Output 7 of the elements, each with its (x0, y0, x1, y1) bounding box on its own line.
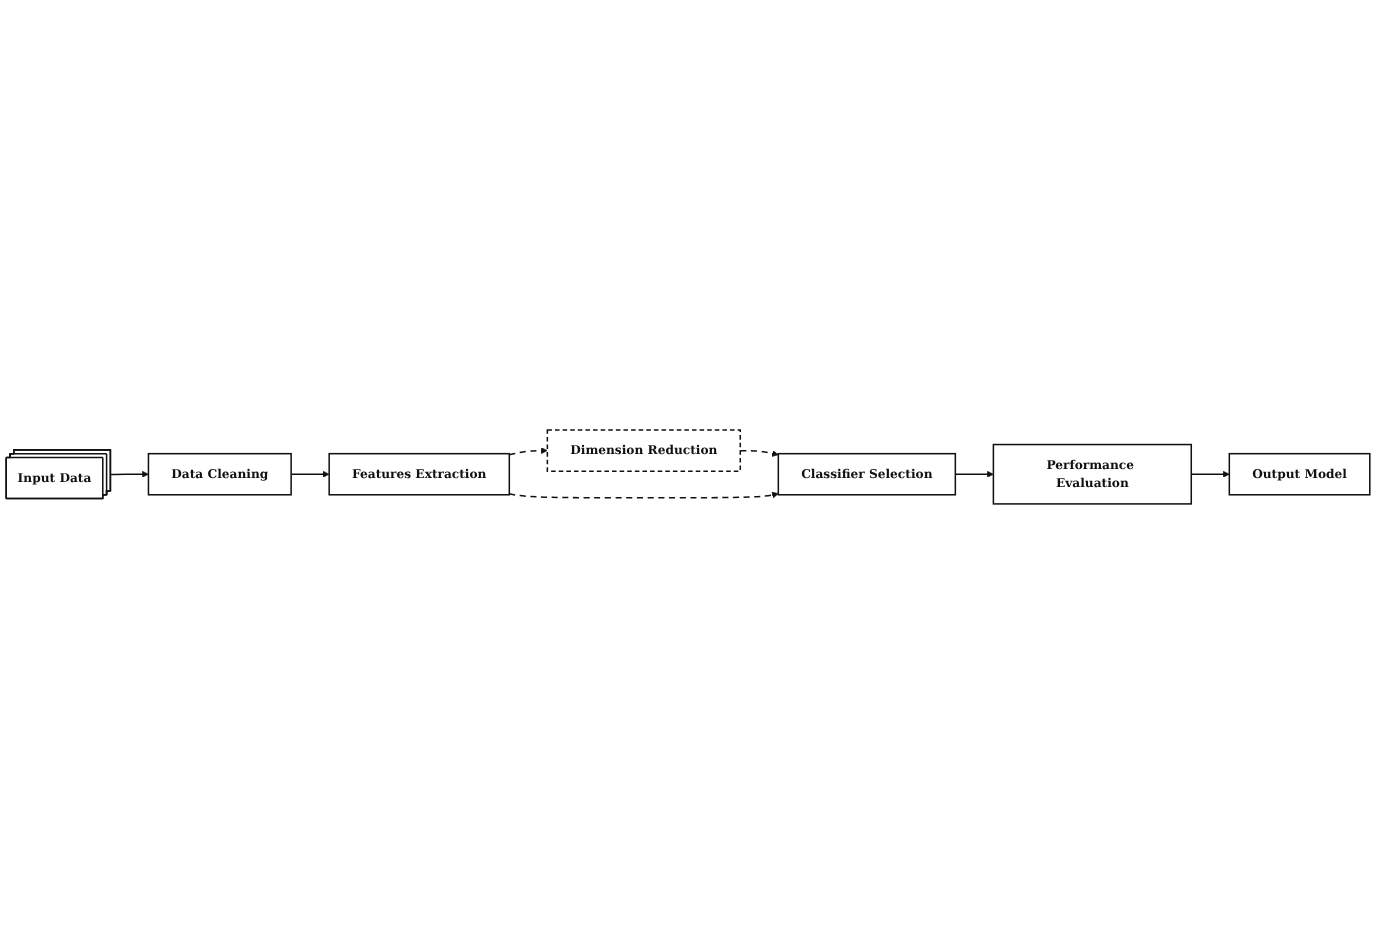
arrow (508, 447, 548, 456)
arrow (508, 491, 779, 499)
arrow (290, 470, 330, 478)
arrow (110, 470, 149, 478)
arrow (1190, 470, 1230, 478)
arrow (739, 449, 779, 457)
arrow (954, 470, 994, 478)
